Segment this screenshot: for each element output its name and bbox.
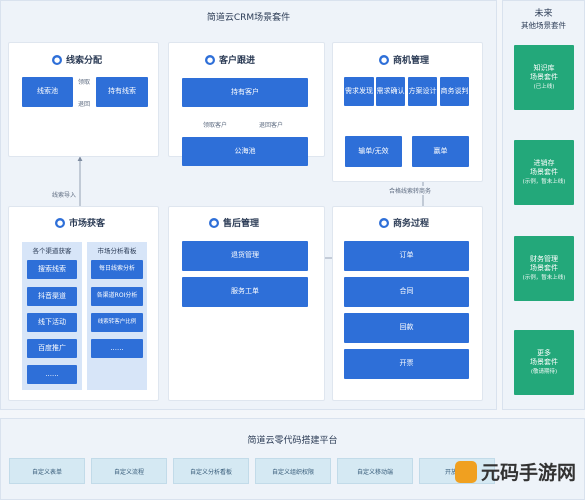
suite-card-knowledge[interactable]: 知识库 场景套件 (已上线): [514, 45, 574, 110]
suite-card-knowledge-name: 知识库: [533, 63, 555, 72]
opportunities-panel-title: ●商机管理: [379, 54, 430, 66]
aftersales-tickets-box[interactable]: 服务工单: [182, 277, 308, 307]
crm-suite-title: 简道云CRM场景套件: [206, 13, 291, 23]
aftersales-returns-box[interactable]: 退货管理: [182, 241, 308, 271]
suite-card-inventory-status: (示例，暂未上线): [522, 179, 566, 186]
watermark-logo-icon: [455, 460, 477, 483]
suite-card-finance[interactable]: 财务管理 场景套件 (示例，暂未上线): [514, 236, 574, 301]
suite-card-more-name: 更多: [537, 348, 551, 357]
suite-card-inventory-name: 进销存: [533, 158, 555, 167]
aftersales-icon: ●: [209, 217, 219, 228]
business-contract-box[interactable]: 合同: [344, 277, 469, 307]
suite-card-knowledge-type: 场景套件: [530, 73, 558, 82]
analysis-item-3[interactable]: 线索转客户比例: [91, 313, 143, 332]
customers-icon: ●: [205, 54, 215, 65]
suite-card-finance-status: (示例，暂未上线): [522, 275, 566, 282]
analysis-item-more[interactable]: ......: [91, 339, 143, 358]
watermark: 元码手游网: [455, 458, 576, 485]
customer-return-label: 退回客户: [259, 122, 284, 129]
suite-card-knowledge-status: (已上线): [533, 84, 555, 91]
business-payment-box[interactable]: 回款: [344, 313, 469, 343]
aftersales-panel-title: ●售后管理: [209, 217, 260, 229]
platform-item-dashboard[interactable]: 自定义分析看板: [173, 458, 249, 484]
opp-stage-4[interactable]: 商务谈判: [440, 77, 469, 106]
suite-card-finance-name: 财务管理: [530, 254, 558, 263]
suite-card-more-type: 场景套件: [530, 358, 558, 367]
business-order-box[interactable]: 订单: [344, 241, 469, 271]
business-panel-title: ●商务过程: [379, 217, 430, 229]
market-panel-title: ●市场获客: [55, 217, 106, 229]
suite-card-more-status: (敬请期待): [530, 369, 558, 376]
channel-item-3[interactable]: 线下活动: [27, 313, 77, 332]
suite-card-inventory-type: 场景套件: [530, 168, 558, 177]
future-title-line2: 其他场景套件: [521, 21, 566, 30]
lead-import-label: 线索导入: [52, 190, 77, 199]
channel-item-4[interactable]: 百度推广: [27, 339, 77, 358]
platform-item-permissions[interactable]: 自定义组织权限: [255, 458, 331, 484]
opp-won-box[interactable]: 赢单: [412, 136, 469, 167]
leads-icon: ●: [52, 54, 62, 65]
market-icon: ●: [55, 217, 65, 228]
leads-assign-label: 领取: [78, 79, 91, 86]
platform-item-form[interactable]: 自定义表单: [9, 458, 85, 484]
opportunities-icon: ●: [379, 54, 389, 65]
leads-return-label: 退回: [78, 101, 91, 108]
opp-stage-2[interactable]: 需求确认: [376, 77, 405, 106]
leads-held-box[interactable]: 持有线索: [96, 77, 148, 107]
customers-held-box[interactable]: 持有客户: [182, 78, 308, 107]
leads-panel-title: ●线索分配: [52, 54, 103, 66]
suite-card-inventory[interactable]: 进销存 场景套件 (示例，暂未上线): [514, 140, 574, 205]
analysis-item-1[interactable]: 每日线索分析: [91, 260, 143, 279]
suite-card-finance-type: 场景套件: [530, 264, 558, 273]
channels-subpanel-title: 各个渠道获客: [32, 247, 72, 255]
customers-pool-box[interactable]: 公海池: [182, 137, 308, 166]
analysis-subpanel-title: 市场分析看板: [97, 247, 137, 255]
future-title-line1: 未来: [534, 9, 553, 19]
channel-item-1[interactable]: 搜索线索: [27, 260, 77, 279]
opp-stage-3[interactable]: 方案设计: [408, 77, 437, 106]
business-icon: ●: [379, 217, 389, 228]
business-invoice-box[interactable]: 开票: [344, 349, 469, 379]
channel-item-2[interactable]: 抖音渠道: [27, 287, 77, 306]
opp-convert-label: 合格线索转商务: [389, 186, 432, 195]
leads-pool-box[interactable]: 线索池: [22, 77, 73, 107]
platform-item-workflow[interactable]: 自定义流程: [91, 458, 167, 484]
platform-title: 简道云零代码搭建平台: [247, 436, 338, 446]
platform-item-mobile[interactable]: 自定义移动端: [337, 458, 413, 484]
customers-panel-title: ●客户跟进: [205, 54, 256, 66]
customer-claim-label: 领取客户: [203, 122, 228, 129]
channel-item-more[interactable]: ......: [27, 365, 77, 384]
opp-lost-box[interactable]: 输单/无效: [345, 136, 402, 167]
suite-card-more[interactable]: 更多 场景套件 (敬请期待): [514, 330, 574, 395]
analysis-item-2[interactable]: 各渠道ROI分析: [91, 287, 143, 306]
opp-stage-1[interactable]: 需求发现: [344, 77, 374, 106]
